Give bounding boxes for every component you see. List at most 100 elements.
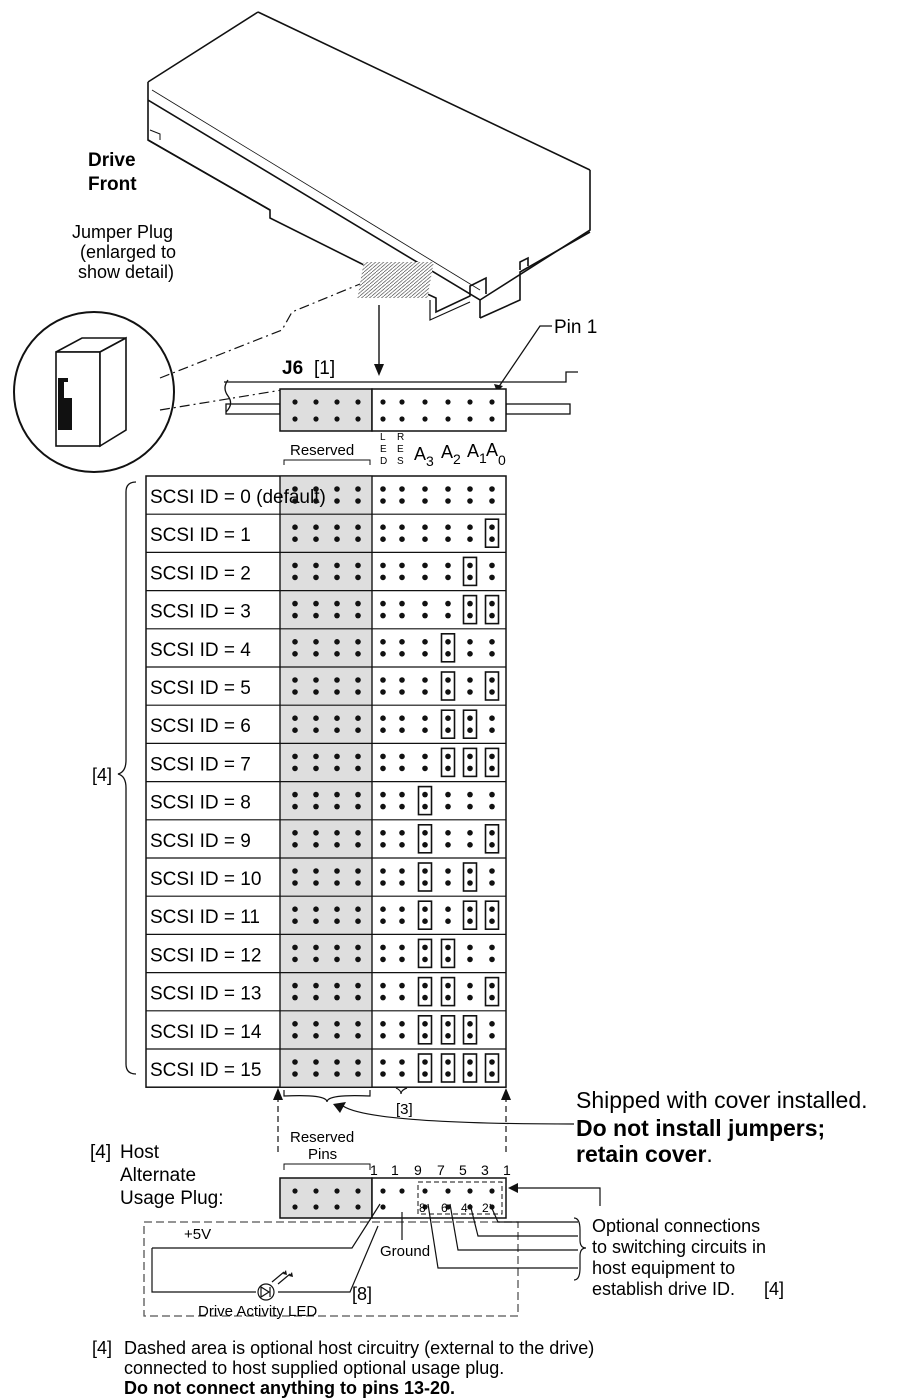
- pin-dot: [355, 715, 361, 721]
- scsi-id-label: SCSI ID = 13: [150, 984, 261, 1005]
- pin-dot: [422, 956, 428, 963]
- led-label: Drive Activity LED: [198, 1303, 317, 1320]
- jumper-a2: [440, 671, 456, 701]
- shipped-line1: Shipped with cover installed.: [576, 1087, 868, 1113]
- pin-dot: [489, 1071, 495, 1077]
- pin-dot: [313, 803, 319, 810]
- note-3: [3]: [396, 1101, 413, 1118]
- pin-dot: [422, 612, 428, 619]
- pin-dot: [313, 1033, 319, 1039]
- pin-dot: [355, 574, 361, 581]
- host-pin: [467, 1188, 473, 1194]
- footnote-line2: connected to host supplied optional usag…: [124, 1358, 504, 1378]
- pin-dot: [380, 639, 386, 645]
- jumper-a1: [462, 556, 478, 587]
- a3-label: A3: [414, 444, 434, 469]
- table-row: SCSI ID = 12: [146, 933, 506, 969]
- pin-dot: [422, 803, 428, 810]
- table-row: SCSI ID = 5: [146, 666, 506, 701]
- host-pin: [445, 1188, 451, 1194]
- pin-dot: [355, 868, 361, 874]
- pin-dot: [489, 498, 495, 504]
- pin-dot: [313, 1059, 319, 1065]
- pin-dot: [334, 753, 340, 760]
- j6-pin: [292, 399, 298, 405]
- pin-dot: [334, 639, 340, 645]
- pin-number-top: 5: [459, 1162, 467, 1178]
- pin-dot: [334, 803, 340, 810]
- pin-dot: [313, 982, 319, 989]
- jumper-a1: [462, 594, 478, 625]
- pin-dot: [334, 944, 340, 951]
- pin-dot: [422, 689, 428, 695]
- jumper-a1: [462, 900, 478, 931]
- pin-dot: [422, 753, 428, 760]
- pin-dot: [422, 727, 428, 733]
- jumper-a3: [417, 1014, 433, 1045]
- pin-dot: [489, 1033, 495, 1039]
- pin-dot: [313, 842, 319, 848]
- host-pin: [355, 1204, 361, 1210]
- pin-dot: [489, 677, 495, 683]
- pin-dot: [445, 803, 451, 810]
- scsi-id-label: SCSI ID = 4: [150, 640, 251, 661]
- pin-dot: [489, 1021, 495, 1027]
- plug-leader-lower: [159, 389, 283, 411]
- pin-dot: [355, 803, 361, 810]
- pin-dot: [489, 994, 495, 1001]
- pin-dot: [489, 574, 495, 581]
- connector-pins-hatch: [357, 262, 434, 298]
- pin-dot: [380, 600, 386, 607]
- j6-pin: [489, 416, 495, 422]
- table-row: SCSI ID = 15: [146, 1048, 506, 1083]
- pin-dot: [313, 574, 319, 581]
- pin-dot: [355, 562, 361, 569]
- drive-front-line1: Drive: [88, 150, 136, 171]
- pin-dot: [445, 612, 451, 619]
- pin-dot: [380, 498, 386, 504]
- pin-dot: [292, 918, 298, 924]
- pin-dot: [489, 830, 495, 836]
- pin-dot: [334, 1071, 340, 1077]
- pin-dot: [489, 791, 495, 798]
- pin-dot: [313, 677, 319, 683]
- pin-dot: [334, 868, 340, 874]
- scsi-id-label: SCSI ID = 3: [150, 602, 251, 623]
- pin-dot: [399, 562, 405, 569]
- jumper-a0: [484, 747, 500, 778]
- pin-dot: [467, 1021, 473, 1027]
- host-pin: [292, 1204, 298, 1210]
- led-circuit: [151, 1203, 403, 1301]
- pin-dot: [355, 842, 361, 848]
- pin-dot: [380, 1059, 386, 1065]
- pin-dot: [380, 562, 386, 569]
- shipped-line3: retain cover.: [576, 1141, 713, 1167]
- pin-dot: [422, 842, 428, 848]
- pin-dot: [422, 651, 428, 657]
- pin-dot: [313, 918, 319, 924]
- jumper-a2: [440, 976, 456, 1007]
- pin-dot: [334, 524, 340, 530]
- j6-pin: [467, 399, 473, 405]
- pin-dot: [355, 994, 361, 1001]
- host-pin: [313, 1188, 319, 1194]
- pin-dot: [334, 1033, 340, 1039]
- table-row: SCSI ID = 2: [146, 551, 506, 587]
- pin-dot: [467, 1071, 473, 1077]
- host-pin: [334, 1204, 340, 1210]
- host-plug-ref: [4]: [90, 1142, 111, 1163]
- table-row: SCSI ID = 1: [146, 513, 506, 549]
- pin-dot: [399, 486, 405, 492]
- arrow-to-reserved: [333, 1102, 346, 1113]
- pin-dot: [292, 727, 298, 733]
- optional-line4: establish drive ID.: [592, 1279, 735, 1299]
- host-pin: [313, 1204, 319, 1210]
- pin-dot: [422, 791, 428, 798]
- pin-dot: [489, 982, 495, 989]
- pin-dot: [334, 982, 340, 989]
- host-pin: [292, 1188, 298, 1194]
- footnote-ref: [4]: [92, 1338, 112, 1358]
- scsi-id-label: SCSI ID = 10: [150, 869, 261, 890]
- pin-dot: [489, 880, 495, 886]
- scsi-id-label: SCSI ID = 12: [150, 945, 261, 966]
